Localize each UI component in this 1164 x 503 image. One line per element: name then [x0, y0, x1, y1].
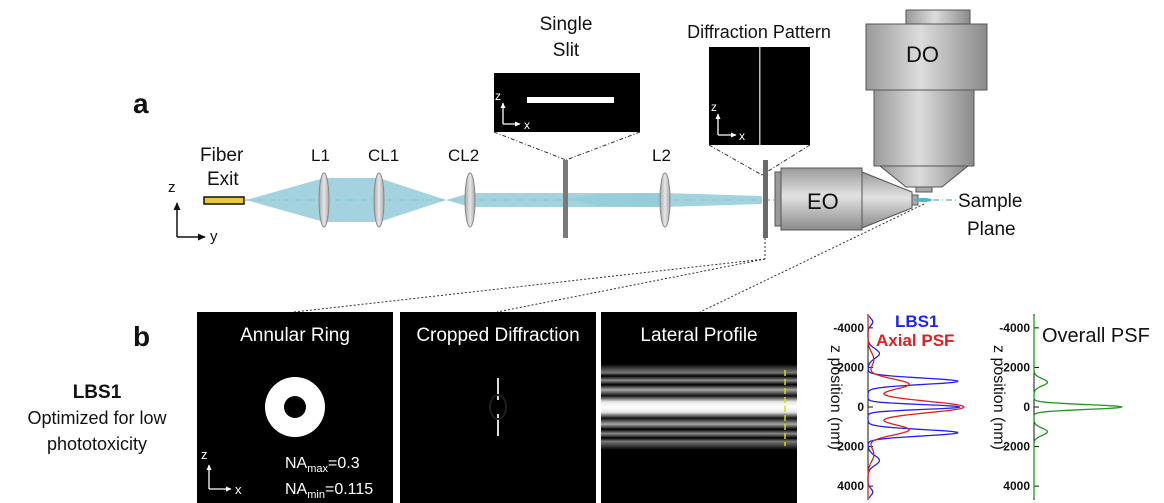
annular-ring-title: Annular Ring	[240, 325, 350, 346]
overall-psf-chart: z position (nm) Overall PSF -4000 -2000 0 2…	[990, 314, 1150, 500]
chart1-tick-label-4: 4000	[837, 479, 864, 493]
lens-l2-label: L2	[652, 146, 671, 165]
single-slit-title-2: Slit	[553, 40, 580, 61]
lens-l1	[318, 172, 330, 228]
slit-aperture	[527, 97, 614, 103]
chart1-legend-axial: Axial PSF	[876, 331, 954, 350]
axial-psf-chart: z position (nm) LBS1 Axial PSF -4000 -200…	[827, 312, 965, 500]
na-max-label: NAmax=0.3	[285, 455, 360, 475]
lens-l1-label: L1	[311, 146, 330, 165]
chart2-tick-label-0: -4000	[999, 321, 1030, 335]
panel-b-label: b	[133, 321, 150, 352]
annular-axes-icon	[206, 464, 232, 492]
chart1-tick-label-0: -4000	[833, 321, 864, 335]
axis-y-label: y	[210, 228, 218, 245]
slit-callout-right	[565, 131, 641, 161]
chart2-title: Overall PSF	[1042, 325, 1150, 347]
annular-axis-z: z	[201, 447, 208, 462]
cropped-diffraction-ghost	[489, 394, 507, 420]
config-name: LBS1	[73, 382, 122, 403]
chart2-tick-label-4: 4000	[1003, 479, 1030, 493]
lens-cl2-label: CL2	[448, 146, 479, 165]
chart1-lbs1-line	[867, 315, 961, 499]
sample-plane-label-2: Plane	[967, 219, 1016, 240]
chart2-tick-label-2: 0	[1023, 400, 1030, 414]
panel-connectors	[293, 203, 925, 313]
slit-callout-left	[493, 131, 567, 161]
chart2-ylabel: z position (nm)	[990, 345, 1007, 450]
annular-ring-inner	[284, 396, 306, 418]
lateral-profile-beam	[601, 364, 797, 450]
lens-cl1-label: CL1	[368, 146, 399, 165]
axis-zy-icon	[173, 202, 206, 241]
slit-inset-x: x	[524, 118, 530, 132]
lens-cl1	[373, 172, 385, 228]
chart2-tick-label-3: 2000	[1003, 440, 1030, 454]
diffraction-inset-z: z	[711, 100, 717, 114]
chart2-overall-line	[1033, 316, 1123, 498]
diffraction-line	[759, 47, 761, 145]
slit-inset-z: z	[495, 89, 501, 103]
chart1-axial-line	[867, 316, 965, 498]
cropped-diffraction-line-bottom	[497, 414, 499, 436]
chart1-tick-label-2: 0	[857, 400, 864, 414]
panel-a-label: a	[133, 88, 149, 119]
fiber-exit-icon	[203, 196, 245, 205]
fiber-exit-label-1: Fiber	[200, 145, 244, 166]
single-slit-plate	[563, 160, 568, 238]
na-min-label: NAmin=0.115	[285, 481, 373, 501]
cropped-diffraction-line-top	[497, 378, 499, 400]
lens-l2	[659, 172, 671, 228]
diffraction-pattern-title: Diffraction Pattern	[687, 22, 831, 42]
sample-plane-label-1: Sample	[958, 191, 1022, 212]
cropped-diffraction-image	[400, 312, 596, 503]
fiber-exit-label-2: Exit	[207, 169, 239, 190]
diffraction-callout-left	[708, 144, 763, 176]
lens-cl2	[464, 172, 476, 228]
annular-axis-x: x	[235, 482, 242, 497]
chart1-ylabel: z position (nm)	[827, 345, 844, 450]
slit-inset-axes-icon	[500, 102, 521, 127]
config-desc-1: Optimized for low	[27, 408, 167, 428]
diffraction-callout-right	[761, 144, 811, 176]
lateral-profile-title: Lateral Profile	[640, 325, 757, 346]
single-slit-title-1: Single	[540, 14, 593, 35]
config-desc-2: phototoxicity	[47, 434, 147, 454]
detection-objective	[865, 9, 988, 193]
axis-z-label: z	[168, 179, 176, 196]
light-sheet-focus	[914, 198, 932, 202]
cropped-diffraction-title: Cropped Diffraction	[416, 325, 579, 346]
diffraction-inset-x: x	[739, 129, 745, 143]
chart1-tick-label-3: 2000	[837, 440, 864, 454]
eo-label: EO	[807, 189, 839, 214]
chart1-tick-label-1: -2000	[833, 360, 864, 374]
chart2-tick-label-1: -2000	[999, 360, 1030, 374]
diffraction-plane-plate	[763, 160, 768, 238]
chart1-legend-lbs1: LBS1	[895, 312, 938, 331]
do-label: DO	[906, 42, 939, 67]
diffraction-inset-axes-icon	[715, 113, 737, 138]
